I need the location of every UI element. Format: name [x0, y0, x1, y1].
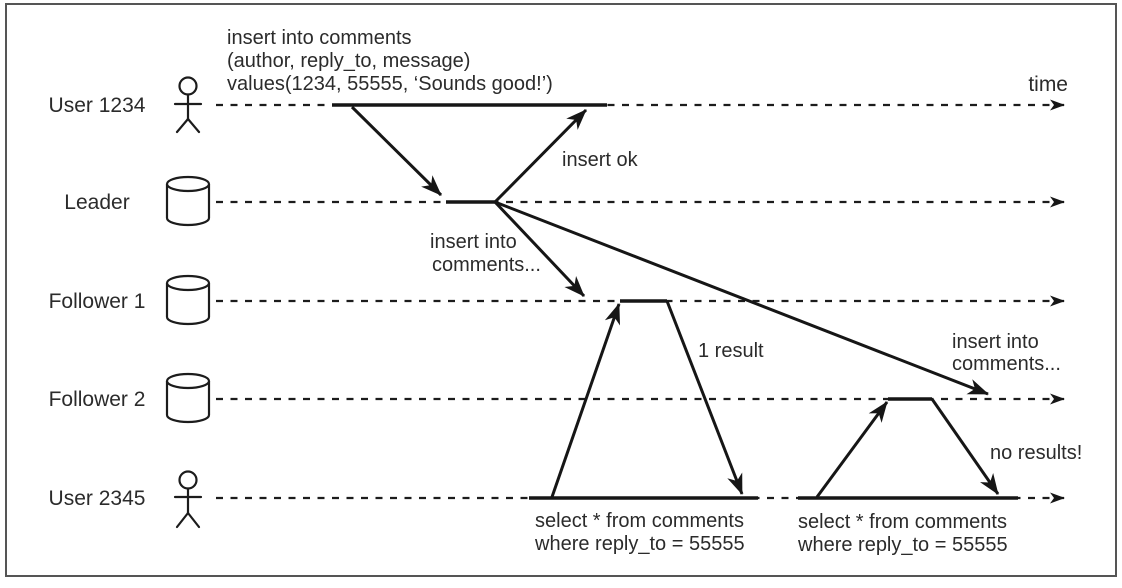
- svg-text:where reply_to = 55555: where reply_to = 55555: [797, 534, 1008, 556]
- annotation-select-query-1: select * from comments where reply_to = …: [534, 510, 745, 555]
- annotation-one-result: 1 result: [698, 340, 764, 362]
- actor-label-follower-1: Follower 1: [49, 290, 146, 313]
- database-cylinder-icon: [165, 372, 211, 424]
- actor-label-follower-2: Follower 2: [49, 388, 146, 411]
- annotation-replicate-follower-2: insert into comments...: [952, 331, 1061, 375]
- arrow-insert-ok-response: [493, 108, 588, 204]
- arrow-select-request-follower-1: [550, 303, 621, 498]
- annotation-insert-query: insert into comments (author, reply_to, …: [227, 27, 553, 95]
- arrow-select-response-follower-2: [930, 398, 1000, 495]
- svg-text:values(1234, 55555, ‘Sounds go: values(1234, 55555, ‘Sounds good!’): [227, 73, 553, 95]
- time-axis-label: time: [1028, 73, 1068, 96]
- person-icon: [173, 470, 203, 529]
- database-cylinder-icon: [165, 274, 211, 326]
- arrow-select-response-follower-1: [665, 300, 744, 495]
- svg-text:insert into: insert into: [952, 331, 1039, 353]
- svg-text:select * from comments: select * from comments: [798, 511, 1007, 533]
- svg-text:comments...: comments...: [952, 353, 1061, 375]
- annotation-insert-ok: insert ok: [562, 149, 639, 171]
- arrow-replicate-to-follower-2: [494, 200, 989, 396]
- actor-label-user-2345: User 2345: [49, 487, 146, 510]
- diagram-border: [5, 3, 1117, 577]
- actor-label-leader: Leader: [64, 191, 129, 214]
- svg-text:insert into: insert into: [430, 231, 517, 253]
- arrow-select-request-follower-2: [815, 401, 889, 498]
- svg-text:insert into comments: insert into comments: [227, 27, 412, 49]
- arrow-insert-request-to-leader: [350, 105, 443, 197]
- arrow-replicate-to-follower-1: [493, 200, 586, 298]
- svg-text:where reply_to = 55555: where reply_to = 55555: [534, 533, 745, 555]
- svg-text:comments...: comments...: [432, 254, 541, 276]
- annotation-select-query-2: select * from comments where reply_to = …: [797, 511, 1008, 556]
- svg-text:select * from comments: select * from comments: [535, 510, 744, 532]
- actor-label-user-1234: User 1234: [49, 94, 146, 117]
- annotation-replicate-follower-1: insert into comments...: [430, 231, 541, 276]
- svg-text:(author, reply_to, message): (author, reply_to, message): [227, 50, 470, 72]
- person-icon: [173, 76, 203, 134]
- database-cylinder-icon: [165, 175, 211, 227]
- annotation-no-results: no results!: [990, 442, 1082, 464]
